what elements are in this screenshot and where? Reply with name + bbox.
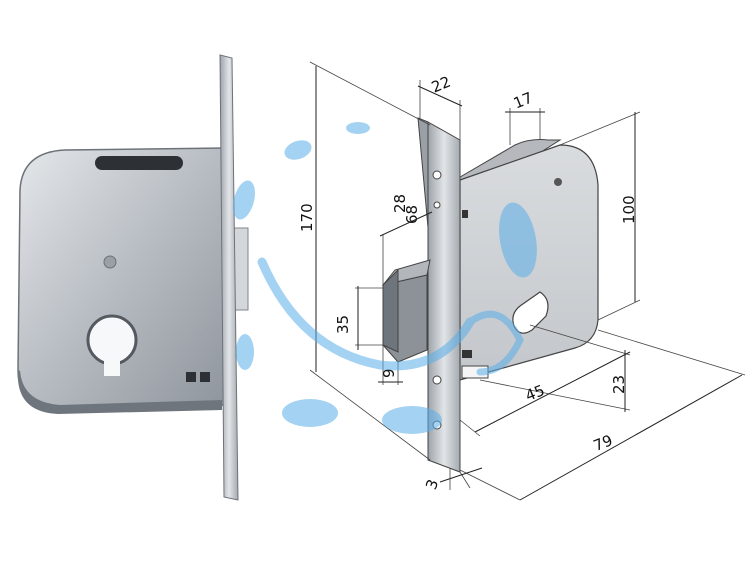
- lock-small-square: [200, 372, 210, 382]
- dim-center-distance: 45: [523, 381, 547, 405]
- lock-faceplate: [219, 54, 239, 501]
- lock-photo: [17, 54, 249, 501]
- watermark-swoosh: [233, 122, 537, 434]
- watermark-arc: [257, 257, 475, 371]
- dimension-labels: 22 17 28 68 170 100 35 9 45 23 79 3: [298, 73, 638, 492]
- lock-case-shadow: [17, 370, 223, 414]
- watermark-drop: [284, 140, 312, 160]
- case-slot: [462, 210, 468, 218]
- bolt-side: [382, 268, 399, 353]
- watermark-drop: [499, 202, 537, 278]
- dim-backset-lower: 68: [403, 205, 421, 224]
- dim-bolt-height: 35: [334, 315, 352, 334]
- dim-faceplate-width: 22: [429, 73, 453, 97]
- case-keyhole: [512, 291, 549, 334]
- dim-case-depth: 17: [511, 89, 535, 113]
- lock-rivet-icon: [103, 255, 117, 269]
- case-slot: [462, 350, 472, 358]
- dim-case-width: 79: [591, 431, 615, 455]
- watermark-arc: [466, 310, 524, 376]
- watermark-drop: [282, 399, 338, 427]
- faceplate-screw-icon: [432, 375, 442, 385]
- case-top-face: [454, 139, 562, 181]
- lock-top-slot: [95, 156, 183, 170]
- faceplate-screw-icon: [432, 170, 442, 180]
- watermark-drop: [233, 180, 255, 220]
- faceplate-screw-icon: [433, 201, 441, 209]
- dim-backset-upper: 28: [391, 194, 409, 213]
- watermark-drop: [382, 406, 442, 434]
- lock-case-body: [17, 147, 226, 411]
- dim-height-total: 170: [298, 203, 316, 232]
- watermark-drop: [236, 334, 254, 370]
- dim-cylinder-offset: 23: [610, 375, 628, 394]
- dim-case-height: 100: [620, 195, 638, 224]
- dimension-lines: [309, 61, 746, 501]
- case-screw-icon: [554, 178, 562, 186]
- lock-small-square: [186, 372, 196, 382]
- cylinder-hole-notch: [104, 356, 120, 376]
- watermark-drop: [346, 122, 370, 134]
- dim-bolt-throw: 9: [380, 368, 398, 378]
- dim-faceplate-thickness: 3: [422, 477, 442, 492]
